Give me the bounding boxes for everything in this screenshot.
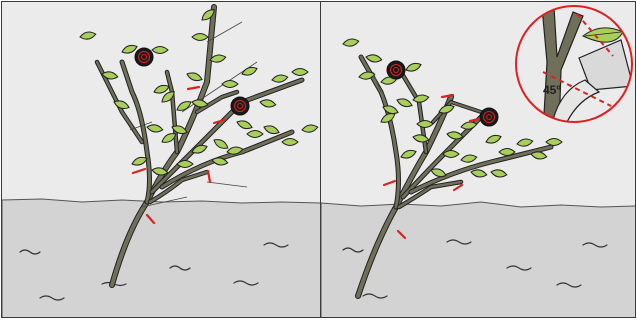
- leaf: [247, 131, 263, 138]
- leaf: [490, 169, 507, 179]
- leaf: [79, 31, 96, 41]
- leaf: [470, 169, 487, 179]
- leaf: [516, 138, 533, 148]
- leaf: [236, 119, 253, 131]
- leaf: [282, 139, 298, 146]
- leaf: [342, 38, 359, 48]
- leaf: [485, 133, 502, 145]
- leaf: [146, 124, 163, 134]
- pruning-detail-inset: 45º: [516, 6, 633, 132]
- leaf: [271, 74, 288, 84]
- leaf: [292, 69, 308, 76]
- leaf: [365, 54, 382, 64]
- angle-label: 45º: [543, 83, 561, 97]
- after-illustration: 45º: [321, 2, 636, 318]
- leaf: [400, 148, 417, 160]
- ground: [2, 199, 321, 318]
- before-illustration: [2, 2, 321, 318]
- leaf: [186, 71, 203, 83]
- rose-bud: [135, 48, 153, 66]
- leaf: [263, 124, 280, 136]
- leaf: [212, 137, 229, 151]
- leaf: [417, 121, 433, 128]
- leaf: [396, 97, 413, 109]
- leaf: [192, 34, 208, 41]
- panel-before-pruning: [1, 1, 321, 318]
- leaf: [259, 99, 276, 109]
- leaf: [460, 154, 477, 164]
- leaf: [405, 61, 422, 73]
- leaf: [301, 124, 318, 134]
- leaf: [222, 81, 238, 88]
- rose-bud: [231, 97, 249, 115]
- rose-bud: [480, 108, 498, 126]
- panel-after-pruning: 45º: [320, 1, 636, 318]
- thin-twig: [207, 182, 247, 187]
- leaf: [546, 139, 562, 146]
- rose-bud: [387, 61, 405, 79]
- leaf: [152, 47, 168, 54]
